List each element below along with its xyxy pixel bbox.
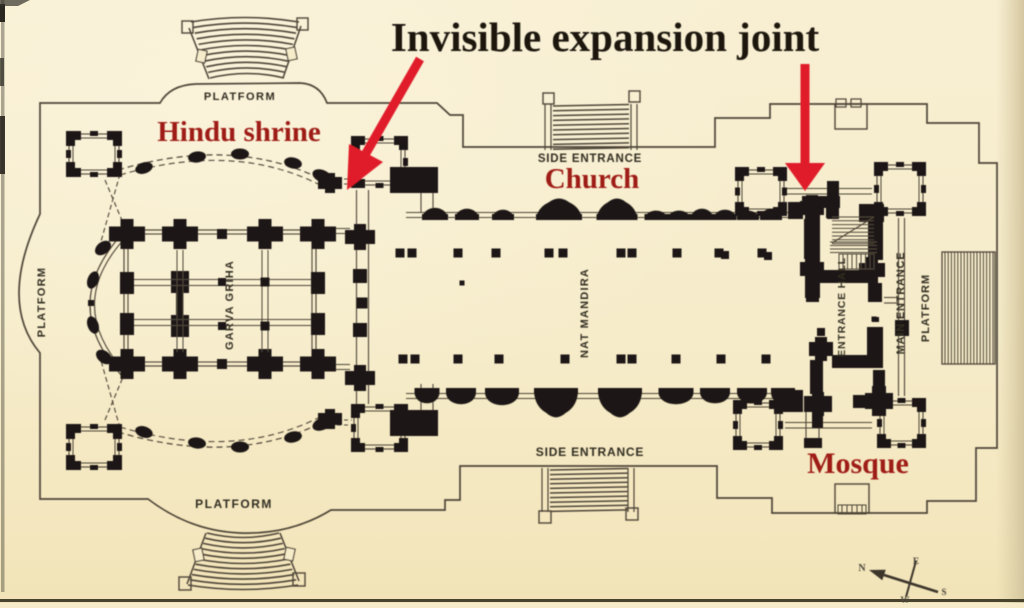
svg-text:Mosque: Mosque xyxy=(807,447,909,480)
svg-text:GARVA GRIHA: GARVA GRIHA xyxy=(224,260,236,350)
svg-text:NAT MANDIRA: NAT MANDIRA xyxy=(579,268,591,358)
svg-text:Invisible expansion joint: Invisible expansion joint xyxy=(391,14,820,60)
svg-text:PLATFORM: PLATFORM xyxy=(36,267,48,338)
svg-text:E: E xyxy=(913,556,919,566)
svg-text:W: W xyxy=(901,595,910,603)
svg-text:PLATFORM: PLATFORM xyxy=(920,274,932,342)
svg-text:ENTRANCE HALL: ENTRANCE HALL xyxy=(836,257,848,357)
svg-text:SIDE ENTRANCE: SIDE ENTRANCE xyxy=(536,445,644,459)
svg-text:Hindu shrine: Hindu shrine xyxy=(157,116,321,148)
svg-text:S: S xyxy=(941,587,946,597)
svg-text:N: N xyxy=(858,563,866,574)
svg-text:PLATFORM: PLATFORM xyxy=(204,91,276,103)
svg-text:PLATFORM: PLATFORM xyxy=(195,497,273,511)
svg-text:MAIN ENTRANCE: MAIN ENTRANCE xyxy=(895,252,907,355)
svg-text:Church: Church xyxy=(545,163,640,195)
svg-text:SIDE ENTRANCE: SIDE ENTRANCE xyxy=(538,153,642,165)
